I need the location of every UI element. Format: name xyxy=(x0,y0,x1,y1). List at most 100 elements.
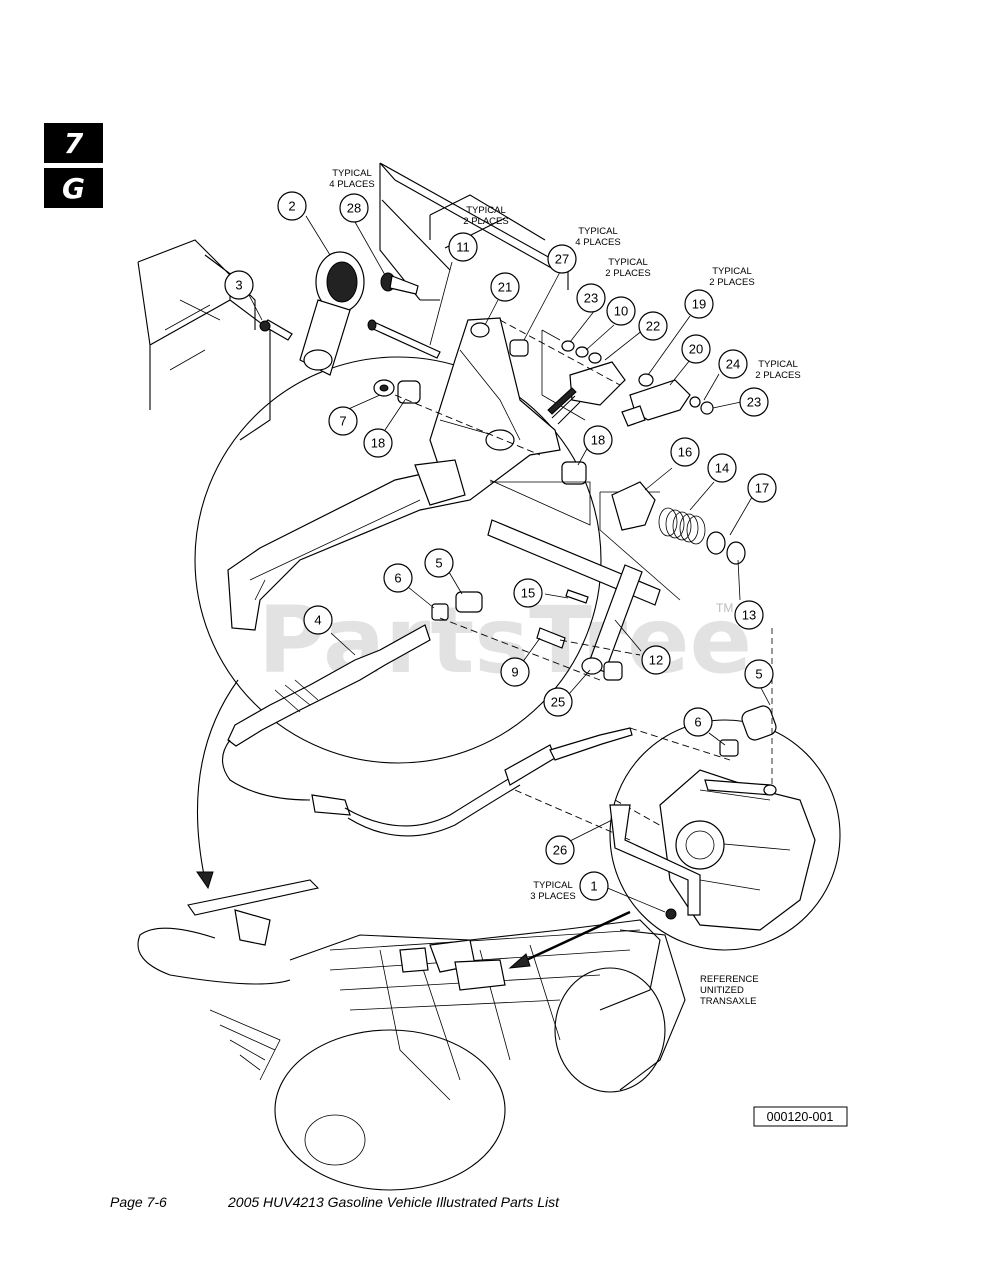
callout-14: 14 xyxy=(707,453,737,483)
callout-label: 5 xyxy=(755,667,762,682)
nut-27 xyxy=(509,339,529,357)
callout-label: 9 xyxy=(511,665,518,680)
callout-15: 15 xyxy=(513,578,543,608)
callout-9: 9 xyxy=(500,657,530,687)
note-line: 2 PLACES xyxy=(463,216,508,227)
callout-26: 26 xyxy=(545,835,575,865)
callout-19: 19 xyxy=(684,289,714,319)
callout-24: 24 xyxy=(718,349,748,379)
washer-7-hole xyxy=(379,384,389,392)
pivot-shaft xyxy=(487,519,661,681)
callout-label: 4 xyxy=(314,613,321,628)
arrow-head-left xyxy=(196,871,214,890)
callouts: 2 28 11 3 21 27 23 10 22 19 20 24 23 7 1… xyxy=(224,191,777,901)
callout-label: 18 xyxy=(591,433,605,448)
section-number: 7 xyxy=(63,126,84,160)
vehicle-overview xyxy=(137,879,686,1191)
callout-7: 7 xyxy=(328,406,358,436)
callout-27: 27 xyxy=(547,244,577,274)
note-line: TYPICAL xyxy=(608,257,648,268)
note-line: UNITIZED xyxy=(700,985,744,996)
callout-label: 24 xyxy=(726,357,740,372)
callout-28: 28 xyxy=(339,193,369,223)
switch-assembly xyxy=(541,329,714,427)
bolt-28 xyxy=(380,272,419,295)
note-line: TRANSAXLE xyxy=(700,996,757,1007)
note-line: TYPICAL xyxy=(466,205,506,216)
bolt-1 xyxy=(665,908,677,920)
callout-label: 19 xyxy=(692,297,706,312)
note-line: TYPICAL xyxy=(332,168,372,179)
bolt-3 xyxy=(259,319,293,341)
callout-label: 14 xyxy=(715,461,729,476)
callout-label: 10 xyxy=(614,304,628,319)
reference-dash-lines xyxy=(394,319,731,761)
callout-20: 20 xyxy=(681,334,711,364)
callout-label: 28 xyxy=(347,201,361,216)
callout-label: 20 xyxy=(689,342,703,357)
callout-label: 7 xyxy=(339,414,346,429)
note-line: 2 PLACES xyxy=(755,370,800,381)
section-letter-tab: G xyxy=(44,168,103,208)
figure-id-box: 000120-001 xyxy=(753,1106,848,1127)
arrow-to-vehicle xyxy=(197,679,239,881)
accelerator-cable xyxy=(221,624,633,837)
callout-label: 25 xyxy=(551,695,565,710)
note-line: 3 PLACES xyxy=(530,891,575,902)
callout-5b: 5 xyxy=(744,659,774,689)
callout-label: 23 xyxy=(747,395,761,410)
note-line: TYPICAL xyxy=(578,226,618,237)
arrow-to-transaxle xyxy=(521,910,631,964)
callout-label: 3 xyxy=(235,278,242,293)
callout-label: 5 xyxy=(435,556,442,571)
callout-2: 2 xyxy=(277,191,307,221)
callout-17: 17 xyxy=(747,473,777,503)
callout-label: 13 xyxy=(742,608,756,623)
callout-18a: 18 xyxy=(363,428,393,458)
callout-label: 11 xyxy=(456,240,470,255)
callout-12: 12 xyxy=(641,645,671,675)
callout-label: 22 xyxy=(646,319,660,334)
transaxle-detail xyxy=(659,705,816,931)
pedal-bracket xyxy=(227,317,561,631)
callout-5a: 5 xyxy=(424,548,454,578)
callout-label: 12 xyxy=(649,653,663,668)
nut-6-upper xyxy=(431,603,449,621)
callout-label: 6 xyxy=(694,715,701,730)
arrow-head-right xyxy=(508,953,531,969)
detail-circle-left xyxy=(194,356,602,764)
bushing-18-upper xyxy=(397,380,421,404)
callout-1: 1 xyxy=(579,871,609,901)
bracket-26 xyxy=(609,804,701,916)
threaded-rod-11 xyxy=(367,319,441,359)
callout-25: 25 xyxy=(543,687,573,717)
callout-label: 6 xyxy=(394,571,401,586)
figure-id: 000120-001 xyxy=(767,1110,834,1124)
callout-label: 16 xyxy=(678,445,692,460)
note-line: 4 PLACES xyxy=(575,237,620,248)
callout-16: 16 xyxy=(670,437,700,467)
callout-label: 27 xyxy=(555,252,569,267)
callout-label: 26 xyxy=(553,843,567,858)
cable-end-5-upper xyxy=(455,591,483,613)
detail-circle-transaxle xyxy=(609,719,841,951)
section-number-tab: 7 xyxy=(44,123,103,163)
accelerator-lever xyxy=(299,251,365,376)
callout-21: 21 xyxy=(490,272,520,302)
note-line: REFERENCE xyxy=(700,974,759,985)
document-title: 2005 HUV4213 Gasoline Vehicle Illustrate… xyxy=(228,1194,559,1210)
callout-6a: 6 xyxy=(383,563,413,593)
callout-label: 18 xyxy=(371,436,385,451)
callout-23b: 23 xyxy=(739,387,769,417)
callout-22: 22 xyxy=(638,311,668,341)
clevis-9 xyxy=(536,627,566,649)
callout-label: 21 xyxy=(498,280,512,295)
